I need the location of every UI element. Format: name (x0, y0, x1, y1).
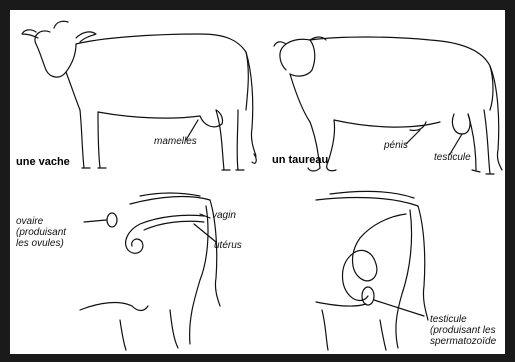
penis-leader-line (406, 130, 420, 144)
vagina-label: vagin (212, 210, 236, 221)
ovary-label-line-1: ovaire (16, 216, 43, 227)
diagram-drawings (10, 10, 505, 354)
cow-reproductive-illustration (80, 197, 220, 350)
penis-label: pénis (384, 140, 408, 151)
udder-label: mamelles (154, 136, 197, 147)
bull-caption: un taureau (272, 154, 328, 166)
testicle-top-leader-line (450, 134, 462, 154)
testicle-bottom-label-line-1: testicule (430, 314, 467, 325)
ovary-label-line-3: les ovules) (16, 238, 64, 249)
testicle-bottom-leader-line (374, 300, 424, 316)
ovary-label-line-2: (produisant (16, 227, 66, 238)
cow-illustration (22, 21, 256, 170)
cow-caption: une vache (16, 156, 70, 168)
diagram-panel: une vache un taureau mamelles pénis test… (10, 10, 505, 354)
uterus-leader-line (194, 224, 216, 242)
uterus-label: utérus (214, 240, 242, 251)
testicle-top-label: testicule (434, 152, 471, 163)
ovary-leader-line (84, 220, 106, 222)
testicle-bottom-label-line-3: spermatozoïde (430, 336, 496, 347)
testicle-bottom-label-line-2: (produisant les (430, 325, 496, 336)
bull-reproductive-illustration (316, 198, 428, 350)
